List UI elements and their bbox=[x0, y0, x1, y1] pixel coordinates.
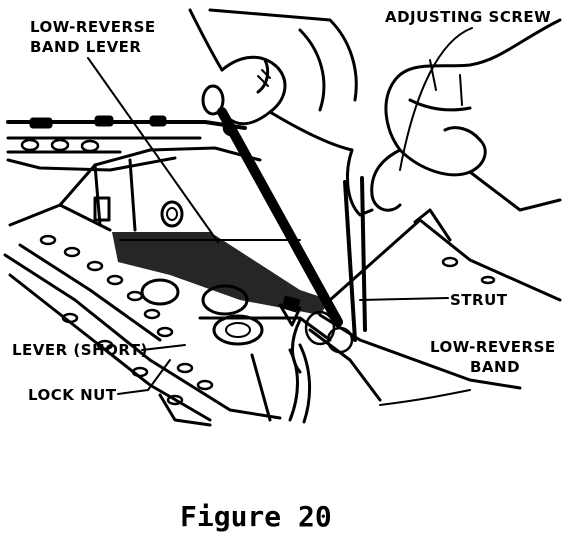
callout-lever-short: LEVER (SHORT) bbox=[12, 341, 148, 359]
low-reverse-band-drawing bbox=[291, 208, 562, 402]
valve-body-rail bbox=[6, 115, 247, 172]
pan-bolts bbox=[39, 234, 214, 406]
callout-low-reverse-band-lever-line1: LOW-REVERSE bbox=[30, 18, 156, 36]
figure-caption: Figure 20 bbox=[180, 500, 332, 533]
callout-low-reverse-band-lever-line2: BAND LEVER bbox=[30, 38, 141, 56]
transmission-pan bbox=[3, 203, 282, 427]
callout-adjusting-screw: ADJUSTING SCREW bbox=[385, 8, 551, 26]
adjusting-wrench bbox=[201, 84, 367, 342]
callout-low-reverse-band-line1: LOW-REVERSE bbox=[430, 338, 556, 356]
callout-low-reverse-band-line2: BAND bbox=[470, 358, 520, 376]
callout-strut: STRUT bbox=[450, 291, 508, 309]
left-hand bbox=[188, 8, 358, 152]
transmission-drawing bbox=[3, 8, 562, 427]
right-hand bbox=[346, 18, 562, 217]
leader-lines bbox=[87, 27, 473, 406]
callout-lock-nut: LOCK NUT bbox=[28, 386, 117, 404]
transmission-case bbox=[58, 146, 330, 315]
